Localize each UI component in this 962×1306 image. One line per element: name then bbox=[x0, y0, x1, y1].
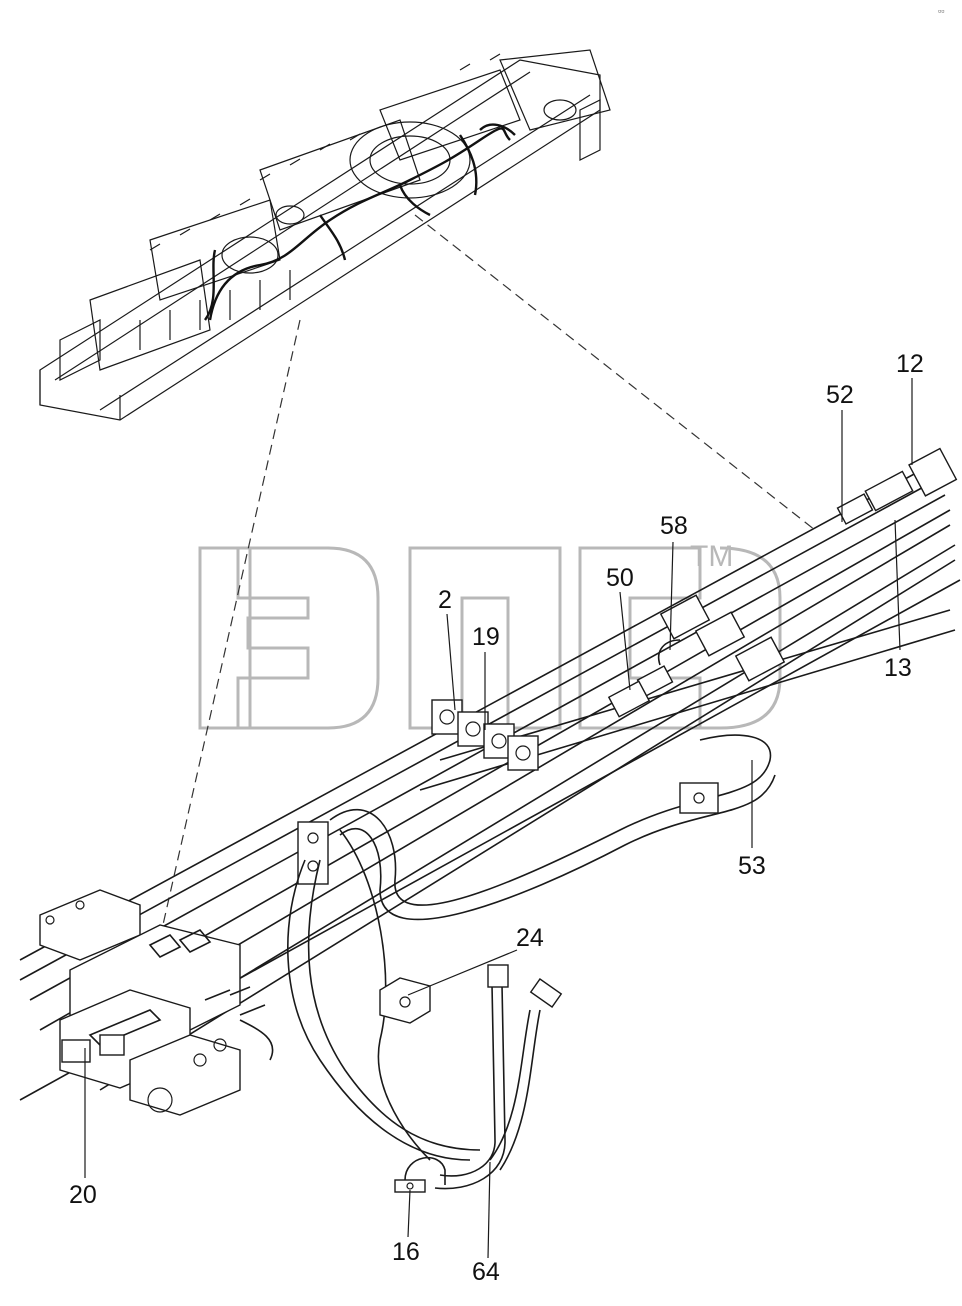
callout-2: 2 bbox=[438, 586, 452, 614]
callout-16: 16 bbox=[392, 1238, 420, 1266]
callout-24: 24 bbox=[516, 924, 544, 952]
callout-64: 64 bbox=[472, 1258, 500, 1286]
callout-leaders bbox=[84, 378, 913, 1259]
callout-52: 52 bbox=[826, 381, 854, 409]
callout-58: 58 bbox=[660, 512, 688, 540]
callout-19: 19 bbox=[472, 623, 500, 651]
leader-left bbox=[154, 319, 301, 961]
callout-12: 12 bbox=[896, 350, 924, 378]
callout-20: 20 bbox=[69, 1181, 97, 1209]
corner-mark: ▫▫ bbox=[938, 6, 944, 16]
callout-50: 50 bbox=[606, 564, 634, 592]
callout-13: 13 bbox=[884, 654, 912, 682]
hose-bundle bbox=[19, 447, 961, 1193]
watermark: TM bbox=[198, 540, 782, 730]
watermark-tm: TM bbox=[690, 540, 733, 573]
chassis-frame bbox=[39, 49, 611, 421]
callout-53: 53 bbox=[738, 852, 766, 880]
leader-right bbox=[414, 214, 816, 531]
callout-labels: 12 52 58 50 2 19 13 53 24 20 16 64 bbox=[69, 350, 924, 1286]
